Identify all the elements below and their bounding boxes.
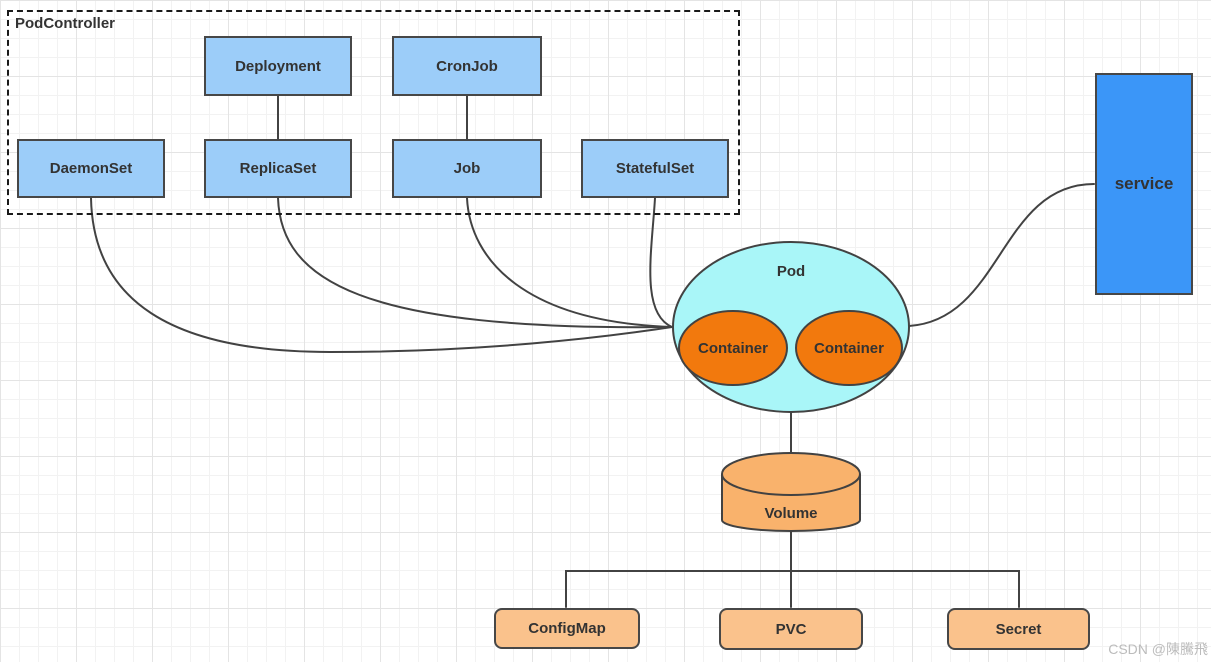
node-service-label: service — [1114, 174, 1174, 193]
container-left-ellipse — [678, 310, 788, 386]
volume-cylinder-rim — [721, 473, 861, 496]
node-secret-label: Secret — [995, 620, 1042, 638]
node-service: service — [1095, 73, 1193, 295]
node-replicaset: ReplicaSet — [204, 139, 352, 198]
node-statefulset: StatefulSet — [581, 139, 729, 198]
node-secret: Secret — [947, 608, 1090, 650]
container-left-label: Container — [697, 340, 768, 357]
podcontroller-label: PodController — [15, 15, 115, 32]
container-right-label: Container — [813, 340, 884, 357]
edge-replicaset-pod — [277, 197, 673, 329]
edge-pod-service — [908, 183, 1095, 327]
node-replicaset-label: ReplicaSet — [239, 160, 317, 177]
node-configmap: ConfigMap — [494, 608, 640, 649]
edge-statefulset-pod — [649, 197, 673, 328]
edge-daemonset-pod — [90, 197, 673, 354]
node-daemonset: DaemonSet — [17, 139, 165, 198]
node-cronjob-label: CronJob — [436, 57, 498, 75]
node-volume-label: Volume — [764, 505, 818, 522]
podcontroller-group — [7, 10, 740, 215]
node-statefulset-label: StatefulSet — [615, 160, 695, 177]
node-deployment: Deployment — [204, 36, 352, 96]
edge-job-pod — [466, 197, 673, 328]
node-pod-label: Pod — [776, 263, 806, 280]
node-configmap-label: ConfigMap — [528, 620, 606, 637]
volume-cylinder — [721, 452, 861, 532]
watermark: CSDN @陳騰飛 — [1108, 641, 1208, 657]
node-job-label: Job — [453, 160, 481, 177]
node-deployment-label: Deployment — [235, 57, 321, 75]
container-right-ellipse — [795, 310, 903, 386]
node-pvc-label: PVC — [775, 620, 807, 638]
node-daemonset-label: DaemonSet — [49, 160, 133, 177]
node-cronjob: CronJob — [392, 36, 542, 96]
edge-volume-configmap-secret — [565, 570, 1020, 608]
node-job: Job — [392, 139, 542, 198]
node-pvc: PVC — [719, 608, 863, 650]
